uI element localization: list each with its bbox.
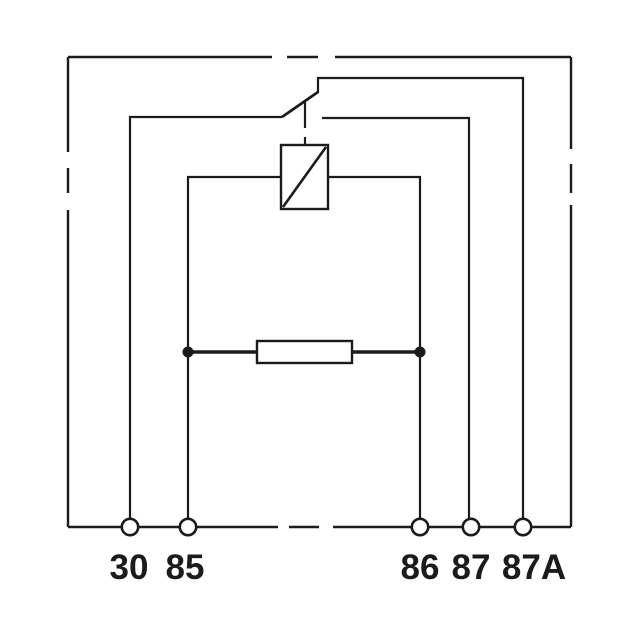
terminal-85 — [178, 517, 198, 537]
pin-label-85: 85 — [166, 548, 205, 587]
relay-coil-diagonal — [281, 146, 328, 208]
coil-wire-86 — [328, 175, 422, 518]
housing-outline — [66, 55, 573, 529]
resistor-box — [255, 339, 354, 365]
junction-dot-86 — [414, 346, 426, 358]
terminal-86 — [410, 517, 430, 537]
switch-blade — [281, 90, 319, 119]
contact-87a-wire — [316, 76, 525, 518]
terminal-30 — [120, 517, 140, 537]
terminal-87a — [513, 517, 533, 537]
pin-label-86: 86 — [401, 548, 440, 587]
contact-87-wire — [322, 116, 471, 518]
pin-label-87a: 87A — [502, 548, 566, 587]
pin30-common-wire — [128, 115, 282, 518]
junction-dot-85 — [182, 346, 194, 358]
pin-label-87: 87 — [452, 548, 491, 587]
coil-wire-85 — [186, 175, 281, 518]
terminal-87 — [461, 517, 481, 537]
pin-label-30: 30 — [110, 548, 149, 587]
